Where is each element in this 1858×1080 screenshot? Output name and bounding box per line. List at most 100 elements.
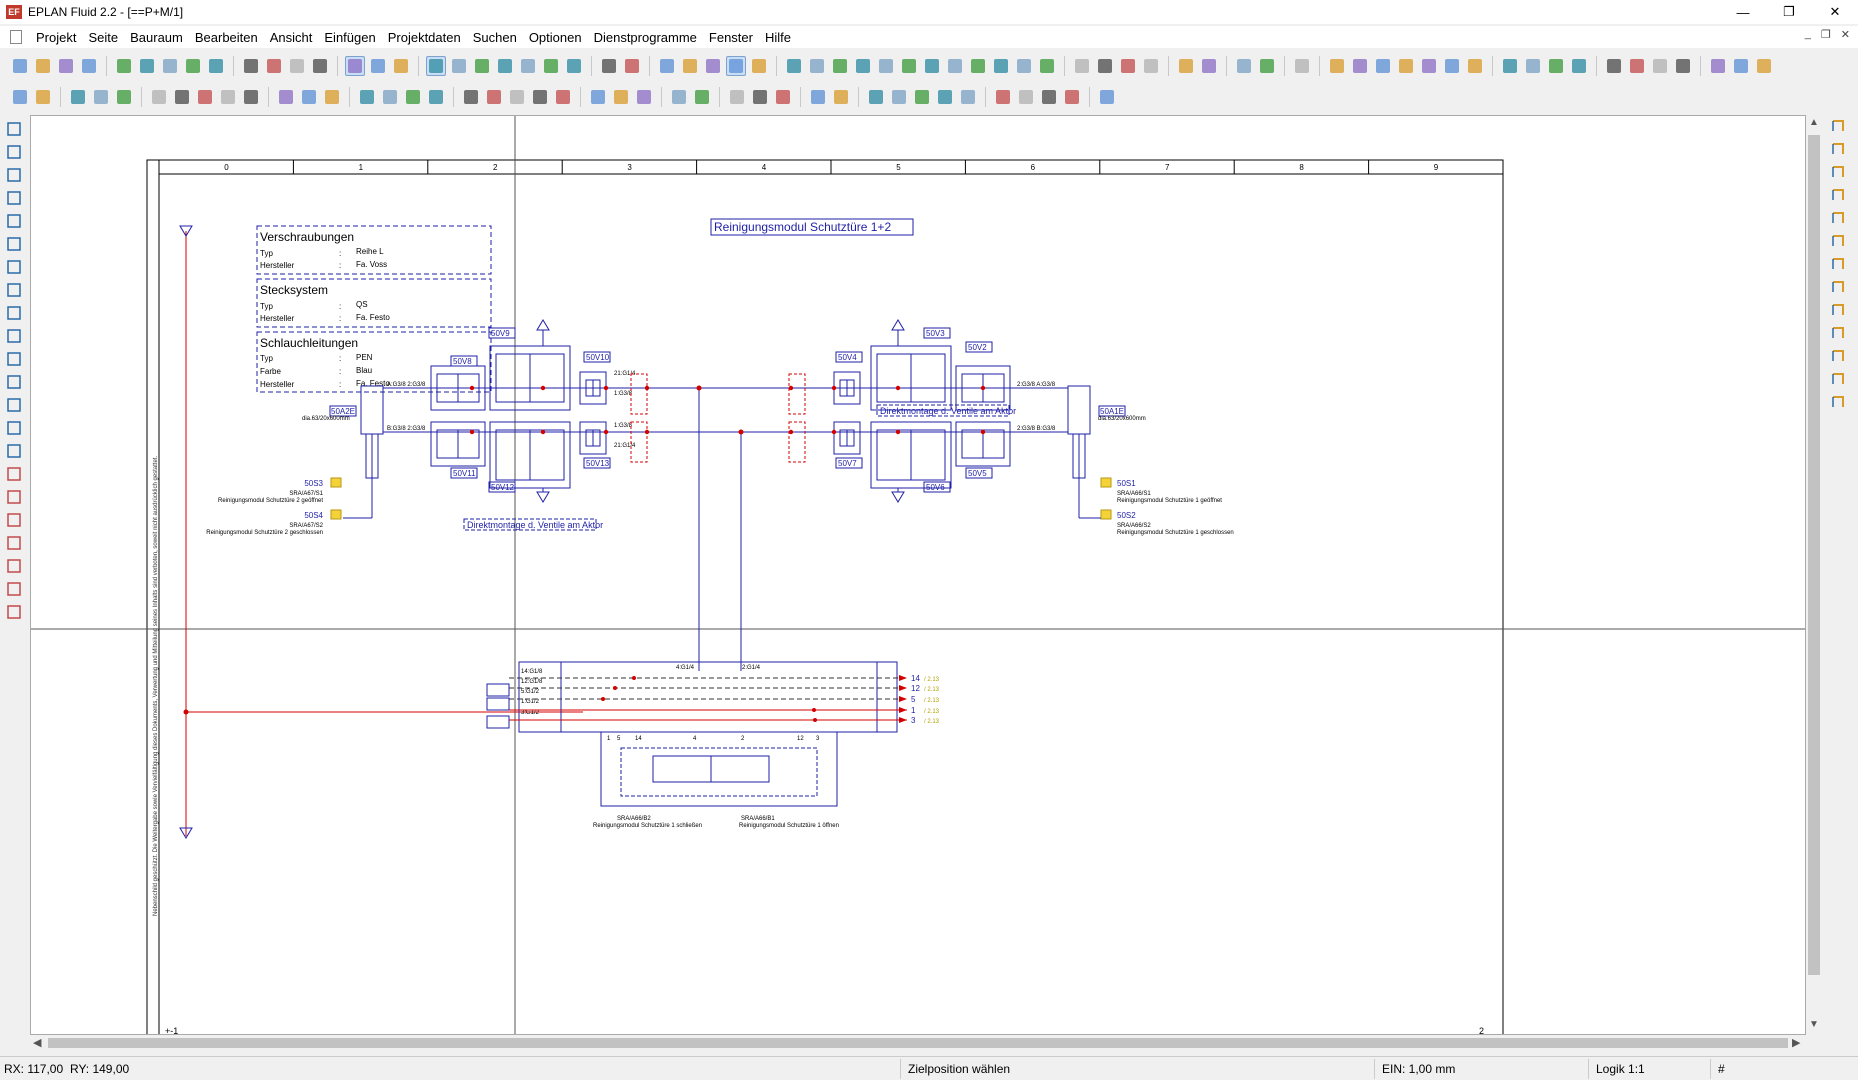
right-tool-icon[interactable] xyxy=(1830,233,1850,253)
tb2-tool-icon[interactable] xyxy=(1097,87,1117,107)
menu-hilfe[interactable]: Hilfe xyxy=(764,29,791,45)
left-tool-icon[interactable] xyxy=(5,304,23,322)
right-tool-icon[interactable] xyxy=(1830,371,1850,391)
left-tool-icon[interactable] xyxy=(5,189,23,207)
left-tool-icon[interactable] xyxy=(5,235,23,253)
tb1-tool-icon[interactable] xyxy=(137,56,157,76)
menu-ansicht[interactable]: Ansicht xyxy=(269,29,313,45)
right-tool-icon[interactable] xyxy=(1830,279,1850,299)
tb1-tool-icon[interactable] xyxy=(807,56,827,76)
tb1-tool-icon[interactable] xyxy=(899,56,919,76)
menu-seite[interactable]: Seite xyxy=(88,29,119,45)
tb1-tool-icon[interactable] xyxy=(749,56,769,76)
tb1-tool-icon[interactable] xyxy=(1037,56,1057,76)
tb2-tool-icon[interactable] xyxy=(114,87,134,107)
tb1-tool-icon[interactable] xyxy=(1327,56,1347,76)
tb1-tool-icon[interactable] xyxy=(945,56,965,76)
tb1-tool-icon[interactable] xyxy=(1546,56,1566,76)
right-tool-icon[interactable] xyxy=(1830,348,1850,368)
right-tool-icon[interactable] xyxy=(1830,187,1850,207)
tb2-tool-icon[interactable] xyxy=(1062,87,1082,107)
tb1-tool-icon[interactable] xyxy=(183,56,203,76)
tb1-tool-icon[interactable] xyxy=(472,56,492,76)
tb1-tool-icon[interactable] xyxy=(79,56,99,76)
tb2-tool-icon[interactable] xyxy=(669,87,689,107)
scroll-up-arrow[interactable]: ▲ xyxy=(1809,117,1819,128)
scroll-right-arrow[interactable]: ▶ xyxy=(1792,1037,1801,1049)
right-tool-icon[interactable] xyxy=(1830,325,1850,345)
tb1-tool-icon[interactable] xyxy=(1673,56,1693,76)
tb2-tool-icon[interactable] xyxy=(380,87,400,107)
right-tool-icon[interactable] xyxy=(1830,256,1850,276)
tb1-tool-icon[interactable] xyxy=(1627,56,1647,76)
right-tool-icon[interactable] xyxy=(1830,394,1850,414)
tb1-tool-icon[interactable] xyxy=(1292,56,1312,76)
maximize-button[interactable]: ❐ xyxy=(1783,4,1795,19)
tb2-tool-icon[interactable] xyxy=(322,87,342,107)
menu-dienstprogramme[interactable]: Dienstprogramme xyxy=(593,29,697,45)
left-tool-icon[interactable] xyxy=(5,120,23,138)
vertical-scrollbar[interactable]: ▲ ▼ xyxy=(1806,115,1822,1035)
close-button[interactable]: ✕ xyxy=(1829,4,1841,19)
tb2-tool-icon[interactable] xyxy=(91,87,111,107)
tb1-tool-icon[interactable] xyxy=(264,56,284,76)
tb1-tool-icon[interactable] xyxy=(1650,56,1670,76)
tb1-tool-icon[interactable] xyxy=(449,56,469,76)
tb1-tool-icon[interactable] xyxy=(1257,56,1277,76)
tb1-tool-icon[interactable] xyxy=(680,56,700,76)
menu-projekt[interactable]: Projekt xyxy=(36,29,77,45)
left-tool-icon[interactable] xyxy=(5,442,23,460)
minimize-button[interactable]: — xyxy=(1736,4,1750,20)
menu-optionen[interactable]: Optionen xyxy=(528,29,582,45)
right-tool-icon[interactable] xyxy=(1830,118,1850,138)
left-tool-icon[interactable] xyxy=(5,511,23,529)
tb2-tool-icon[interactable] xyxy=(195,87,215,107)
tb1-tool-icon[interactable] xyxy=(10,56,30,76)
menu-einfuegen[interactable]: Einfügen xyxy=(324,29,376,45)
tb1-tool-icon[interactable] xyxy=(33,56,53,76)
tb1-tool-icon[interactable] xyxy=(599,56,619,76)
tb1-tool-icon[interactable] xyxy=(1199,56,1219,76)
tb2-tool-icon[interactable] xyxy=(426,87,446,107)
tb1-tool-icon[interactable] xyxy=(368,56,388,76)
left-tool-icon[interactable] xyxy=(5,465,23,483)
tb1-tool-icon[interactable] xyxy=(1234,56,1254,76)
scroll-down-arrow[interactable]: ▼ xyxy=(1809,1019,1819,1030)
menu-suchen[interactable]: Suchen xyxy=(472,29,517,45)
left-tool-icon[interactable] xyxy=(5,396,23,414)
tb1-tool-icon[interactable] xyxy=(391,56,411,76)
menu-bearbeiten[interactable]: Bearbeiten xyxy=(194,29,258,45)
tb1-tool-icon[interactable] xyxy=(310,56,330,76)
tb1-tool-icon[interactable] xyxy=(876,56,896,76)
tb2-tool-icon[interactable] xyxy=(912,87,932,107)
horizontal-scroll-thumb[interactable] xyxy=(48,1038,1788,1048)
tb1-tool-icon[interactable] xyxy=(1465,56,1485,76)
tb2-tool-icon[interactable] xyxy=(1016,87,1036,107)
tb2-tool-icon[interactable] xyxy=(241,87,261,107)
tb1-tool-icon[interactable] xyxy=(784,56,804,76)
tb1-tool-icon[interactable] xyxy=(1095,56,1115,76)
tb2-tool-icon[interactable] xyxy=(530,87,550,107)
tb2-tool-icon[interactable] xyxy=(461,87,481,107)
tb2-tool-icon[interactable] xyxy=(750,87,770,107)
left-tool-icon[interactable] xyxy=(5,373,23,391)
left-tool-icon[interactable] xyxy=(5,281,23,299)
tb1-tool-icon[interactable] xyxy=(657,56,677,76)
tb1-tool-icon[interactable] xyxy=(1014,56,1034,76)
tb1-tool-icon[interactable] xyxy=(1072,56,1092,76)
right-tool-icon[interactable] xyxy=(1830,302,1850,322)
tb1-tool-icon[interactable] xyxy=(1523,56,1543,76)
menu-fenster[interactable]: Fenster xyxy=(708,29,753,45)
tb2-tool-icon[interactable] xyxy=(484,87,504,107)
tb2-tool-icon[interactable] xyxy=(831,87,851,107)
tb1-tool-icon[interactable] xyxy=(991,56,1011,76)
right-tool-icon[interactable] xyxy=(1830,210,1850,230)
tb1-tool-icon[interactable] xyxy=(287,56,307,76)
tb2-tool-icon[interactable] xyxy=(727,87,747,107)
tb2-tool-icon[interactable] xyxy=(357,87,377,107)
left-tool-icon[interactable] xyxy=(5,534,23,552)
left-tool-icon[interactable] xyxy=(5,327,23,345)
tb2-tool-icon[interactable] xyxy=(1039,87,1059,107)
tb1-tool-icon[interactable] xyxy=(1500,56,1520,76)
